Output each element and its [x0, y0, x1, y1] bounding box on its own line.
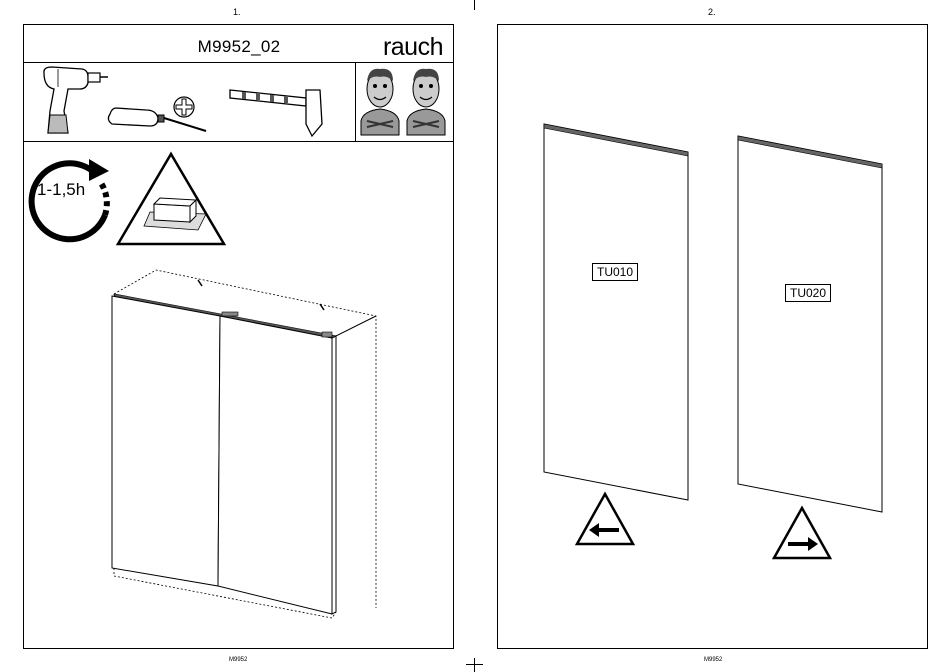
panel-label: TU010 — [592, 263, 638, 281]
door-panel-left — [540, 122, 692, 504]
divider — [355, 62, 356, 141]
phillips-bit-icon — [172, 95, 196, 119]
divider — [24, 62, 453, 63]
assembly-time: 1-1,5h — [37, 180, 85, 200]
brand-logo: rauch — [383, 33, 443, 62]
panel-label: TU020 — [785, 284, 831, 302]
page-footer-1: M9952 — [229, 657, 247, 663]
crop-mark-top — [474, 0, 475, 10]
crop-mark-bottom — [474, 658, 475, 672]
screwdriver-icon — [106, 100, 216, 140]
drill-icon — [38, 65, 108, 137]
wardrobe-illustration — [110, 268, 385, 620]
page-footer-2: M9952 — [704, 657, 722, 663]
warning-surface-icon — [116, 152, 226, 247]
person-icon — [359, 65, 401, 135]
person-icon — [405, 65, 447, 135]
crop-mark-bottom-h — [466, 664, 483, 665]
arrow-right-triangle-icon — [772, 506, 832, 560]
hammer-icon — [226, 84, 326, 142]
arrow-left-triangle-icon — [575, 492, 635, 546]
door-panel-right — [734, 134, 886, 516]
page-number-1: 1. — [233, 7, 241, 17]
page-number-2: 2. — [708, 7, 716, 17]
